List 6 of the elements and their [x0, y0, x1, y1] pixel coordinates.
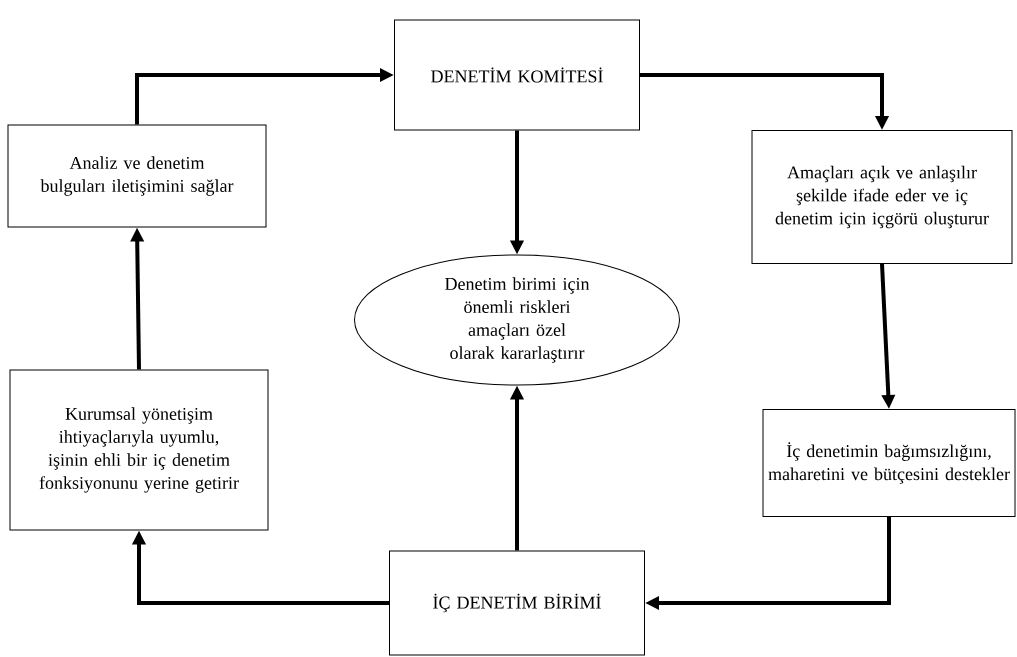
process-box: DENETİM KOMİTESİ [394, 19, 640, 131]
process-box: Analiz ve denetim bulguları iletişimini sağlar [7, 124, 267, 228]
process-box: İÇ DENETİM BİRİMİ [389, 550, 645, 656]
process-box: Kurumsal yönetişim ihtiyaçlarıyla uyumlu, işinin ehli bir iç denetim fonksiyonunu yerine getirir [9, 369, 269, 531]
process-box: Amaçları açık ve anlaşılır şekilde ifade eder ve iç denetim için içgörü oluşturur [751, 130, 1013, 264]
process-box: İç denetimin bağımsızlığını, maharetini ve bütçesini destekler [762, 409, 1016, 517]
